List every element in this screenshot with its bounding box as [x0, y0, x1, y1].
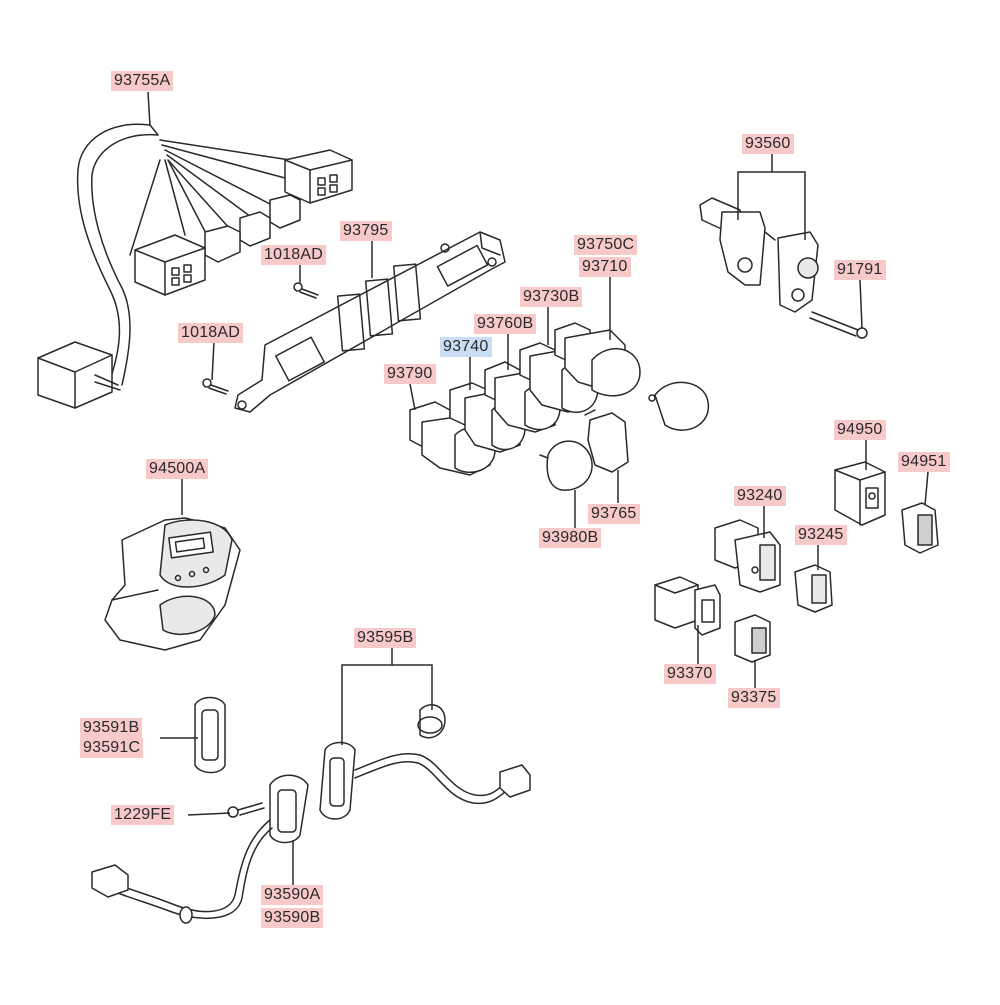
- switch-93240-part[interactable]: [714, 519, 781, 593]
- lamp-harness-93595B-part[interactable]: [319, 704, 531, 820]
- overhead-console-part[interactable]: [104, 517, 241, 651]
- callout-93710[interactable]: 93710: [579, 257, 631, 277]
- callout-93240[interactable]: 93240: [734, 486, 786, 506]
- callout-93590A[interactable]: 93590A: [261, 885, 324, 905]
- callout-93370[interactable]: 93370: [664, 664, 716, 684]
- callout-93591C[interactable]: 93591C: [80, 738, 144, 758]
- callout-93740[interactable]: 93740: [440, 337, 492, 357]
- callout-93980B[interactable]: 93980B: [539, 528, 602, 548]
- switch-93375-part[interactable]: [734, 614, 771, 663]
- callout-93750C[interactable]: 93750C: [574, 235, 638, 255]
- leader-lines: [147, 91, 929, 885]
- callout-1018AD-lower[interactable]: 1018AD: [178, 323, 244, 343]
- lamp-93590-part[interactable]: [91, 774, 309, 924]
- switch-93245-part[interactable]: [794, 564, 833, 613]
- mounting-bracket-part[interactable]: [234, 231, 506, 413]
- switch-94950-part[interactable]: [834, 461, 886, 526]
- callout-94950[interactable]: 94950: [834, 420, 886, 440]
- callout-93560[interactable]: 93560: [742, 134, 794, 154]
- callout-93760B[interactable]: 93760B: [474, 314, 537, 334]
- screw-part-91791[interactable]: [809, 311, 868, 339]
- callout-1018AD-upper[interactable]: 1018AD: [261, 245, 327, 265]
- callout-94500A[interactable]: 94500A: [146, 459, 209, 479]
- callout-93245[interactable]: 93245: [795, 525, 847, 545]
- callout-93595B[interactable]: 93595B: [354, 628, 417, 648]
- switch-94951-part[interactable]: [901, 502, 939, 554]
- callout-93790[interactable]: 93790: [384, 364, 436, 384]
- callout-93591B[interactable]: 93591B: [80, 718, 143, 738]
- callout-93765[interactable]: 93765: [588, 504, 640, 524]
- callout-93730B[interactable]: 93730B: [520, 287, 583, 307]
- callout-1229FE[interactable]: 1229FE: [111, 805, 175, 825]
- callout-93375[interactable]: 93375: [728, 688, 780, 708]
- callout-94951[interactable]: 94951: [898, 452, 950, 472]
- callout-93795[interactable]: 93795: [340, 221, 392, 241]
- callout-91791[interactable]: 91791: [834, 260, 886, 280]
- screw-part-1229FE[interactable]: [227, 802, 265, 818]
- switch-cluster-part[interactable]: [409, 322, 709, 491]
- lamp-93591-part[interactable]: [194, 696, 226, 774]
- wiring-harness-part[interactable]: [37, 123, 353, 409]
- screw-part-lower[interactable]: [202, 378, 229, 395]
- callout-93590B[interactable]: 93590B: [261, 908, 324, 928]
- door-switch-part[interactable]: [699, 197, 819, 313]
- switch-93370-part[interactable]: [654, 576, 721, 636]
- callout-93755A[interactable]: 93755A: [111, 71, 174, 91]
- screw-part-upper[interactable]: [293, 282, 319, 299]
